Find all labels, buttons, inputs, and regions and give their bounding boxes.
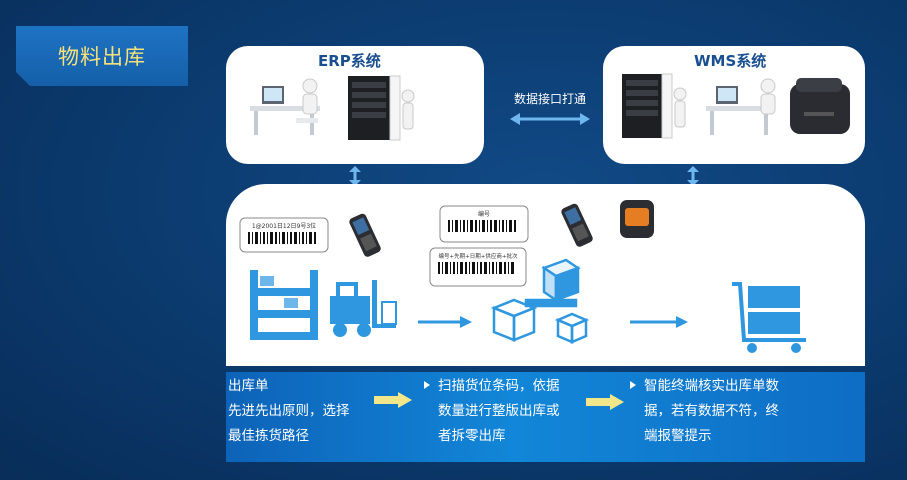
- barcode-label-icon: 编号+先期+日期+供应商+批次: [429, 247, 527, 287]
- mobile-printer-icon: [620, 200, 654, 238]
- server-cabinet-icon: [348, 75, 415, 141]
- step-line: 先进先出原则，选择: [228, 403, 350, 419]
- barcode-label-icon: 1@2001日12日9号3位: [239, 217, 329, 253]
- step-2-text: 扫描货位条码，依据 数量进行整版出库或 者拆零出库: [438, 374, 560, 449]
- warehouse-shelf-icon: [250, 270, 318, 340]
- step-arrow-icon: [586, 394, 624, 410]
- step-3-text: 智能终端核实出库单数 据，若有数据不符，终 端报警提示: [644, 374, 779, 449]
- page-title: 物料出库: [16, 26, 188, 86]
- bidirectional-arrow-icon: [510, 113, 590, 125]
- down-arrow-icon: [349, 166, 361, 186]
- bullet-arrow-icon: [424, 381, 430, 389]
- hand-truck-icon: [732, 282, 806, 353]
- step-line: 据，若有数据不符，终: [644, 403, 779, 419]
- barcode-label-icon: 编号: [439, 205, 529, 243]
- step-line: 最佳拣货路径: [228, 428, 309, 444]
- step-1-text: 出库单 先进先出原则，选择 最佳拣货路径: [228, 374, 350, 449]
- process-illustration: 1@2001日12日9号3位: [239, 200, 806, 353]
- down-arrow-icon: [687, 166, 699, 186]
- forklift-icon: [330, 280, 397, 337]
- flow-arrow-icon: [418, 316, 472, 328]
- wms-title: WMS系统: [694, 52, 767, 70]
- erp-title: ERP系统: [318, 52, 381, 70]
- handheld-terminal-icon: [561, 203, 593, 247]
- step-line: 者拆零出库: [438, 428, 506, 444]
- box-icon: [490, 298, 538, 342]
- pallet-box-icon: [524, 258, 581, 308]
- flow-arrow-icon: [630, 316, 688, 328]
- office-desk-icon: [250, 78, 320, 135]
- server-cabinet-icon: [622, 73, 687, 139]
- handheld-terminal-icon: [349, 213, 381, 257]
- step-line: 智能终端核实出库单数: [644, 378, 779, 394]
- step-line: 出库单: [228, 378, 269, 394]
- steps-band: [226, 372, 865, 462]
- step-line: 数量进行整版出库或: [438, 403, 560, 419]
- interface-link-label: 数据接口打通: [513, 92, 586, 106]
- step-line: 扫描货位条码，依据: [438, 378, 560, 394]
- erp-illustration: [250, 75, 415, 141]
- office-desk-icon: [706, 78, 776, 135]
- step-arrow-icon: [374, 392, 412, 408]
- label-printer-icon: [790, 78, 850, 134]
- barcode-label-text: 编号+先期+日期+供应商+批次: [439, 252, 518, 260]
- barcode-label-text: 编号: [478, 210, 490, 218]
- barcode-label-text: 1@2001日12日9号3位: [252, 222, 316, 230]
- bullet-arrow-icon: [630, 381, 636, 389]
- wms-illustration: [622, 73, 850, 139]
- box-icon: [554, 312, 590, 344]
- step-line: 端报警提示: [644, 428, 712, 444]
